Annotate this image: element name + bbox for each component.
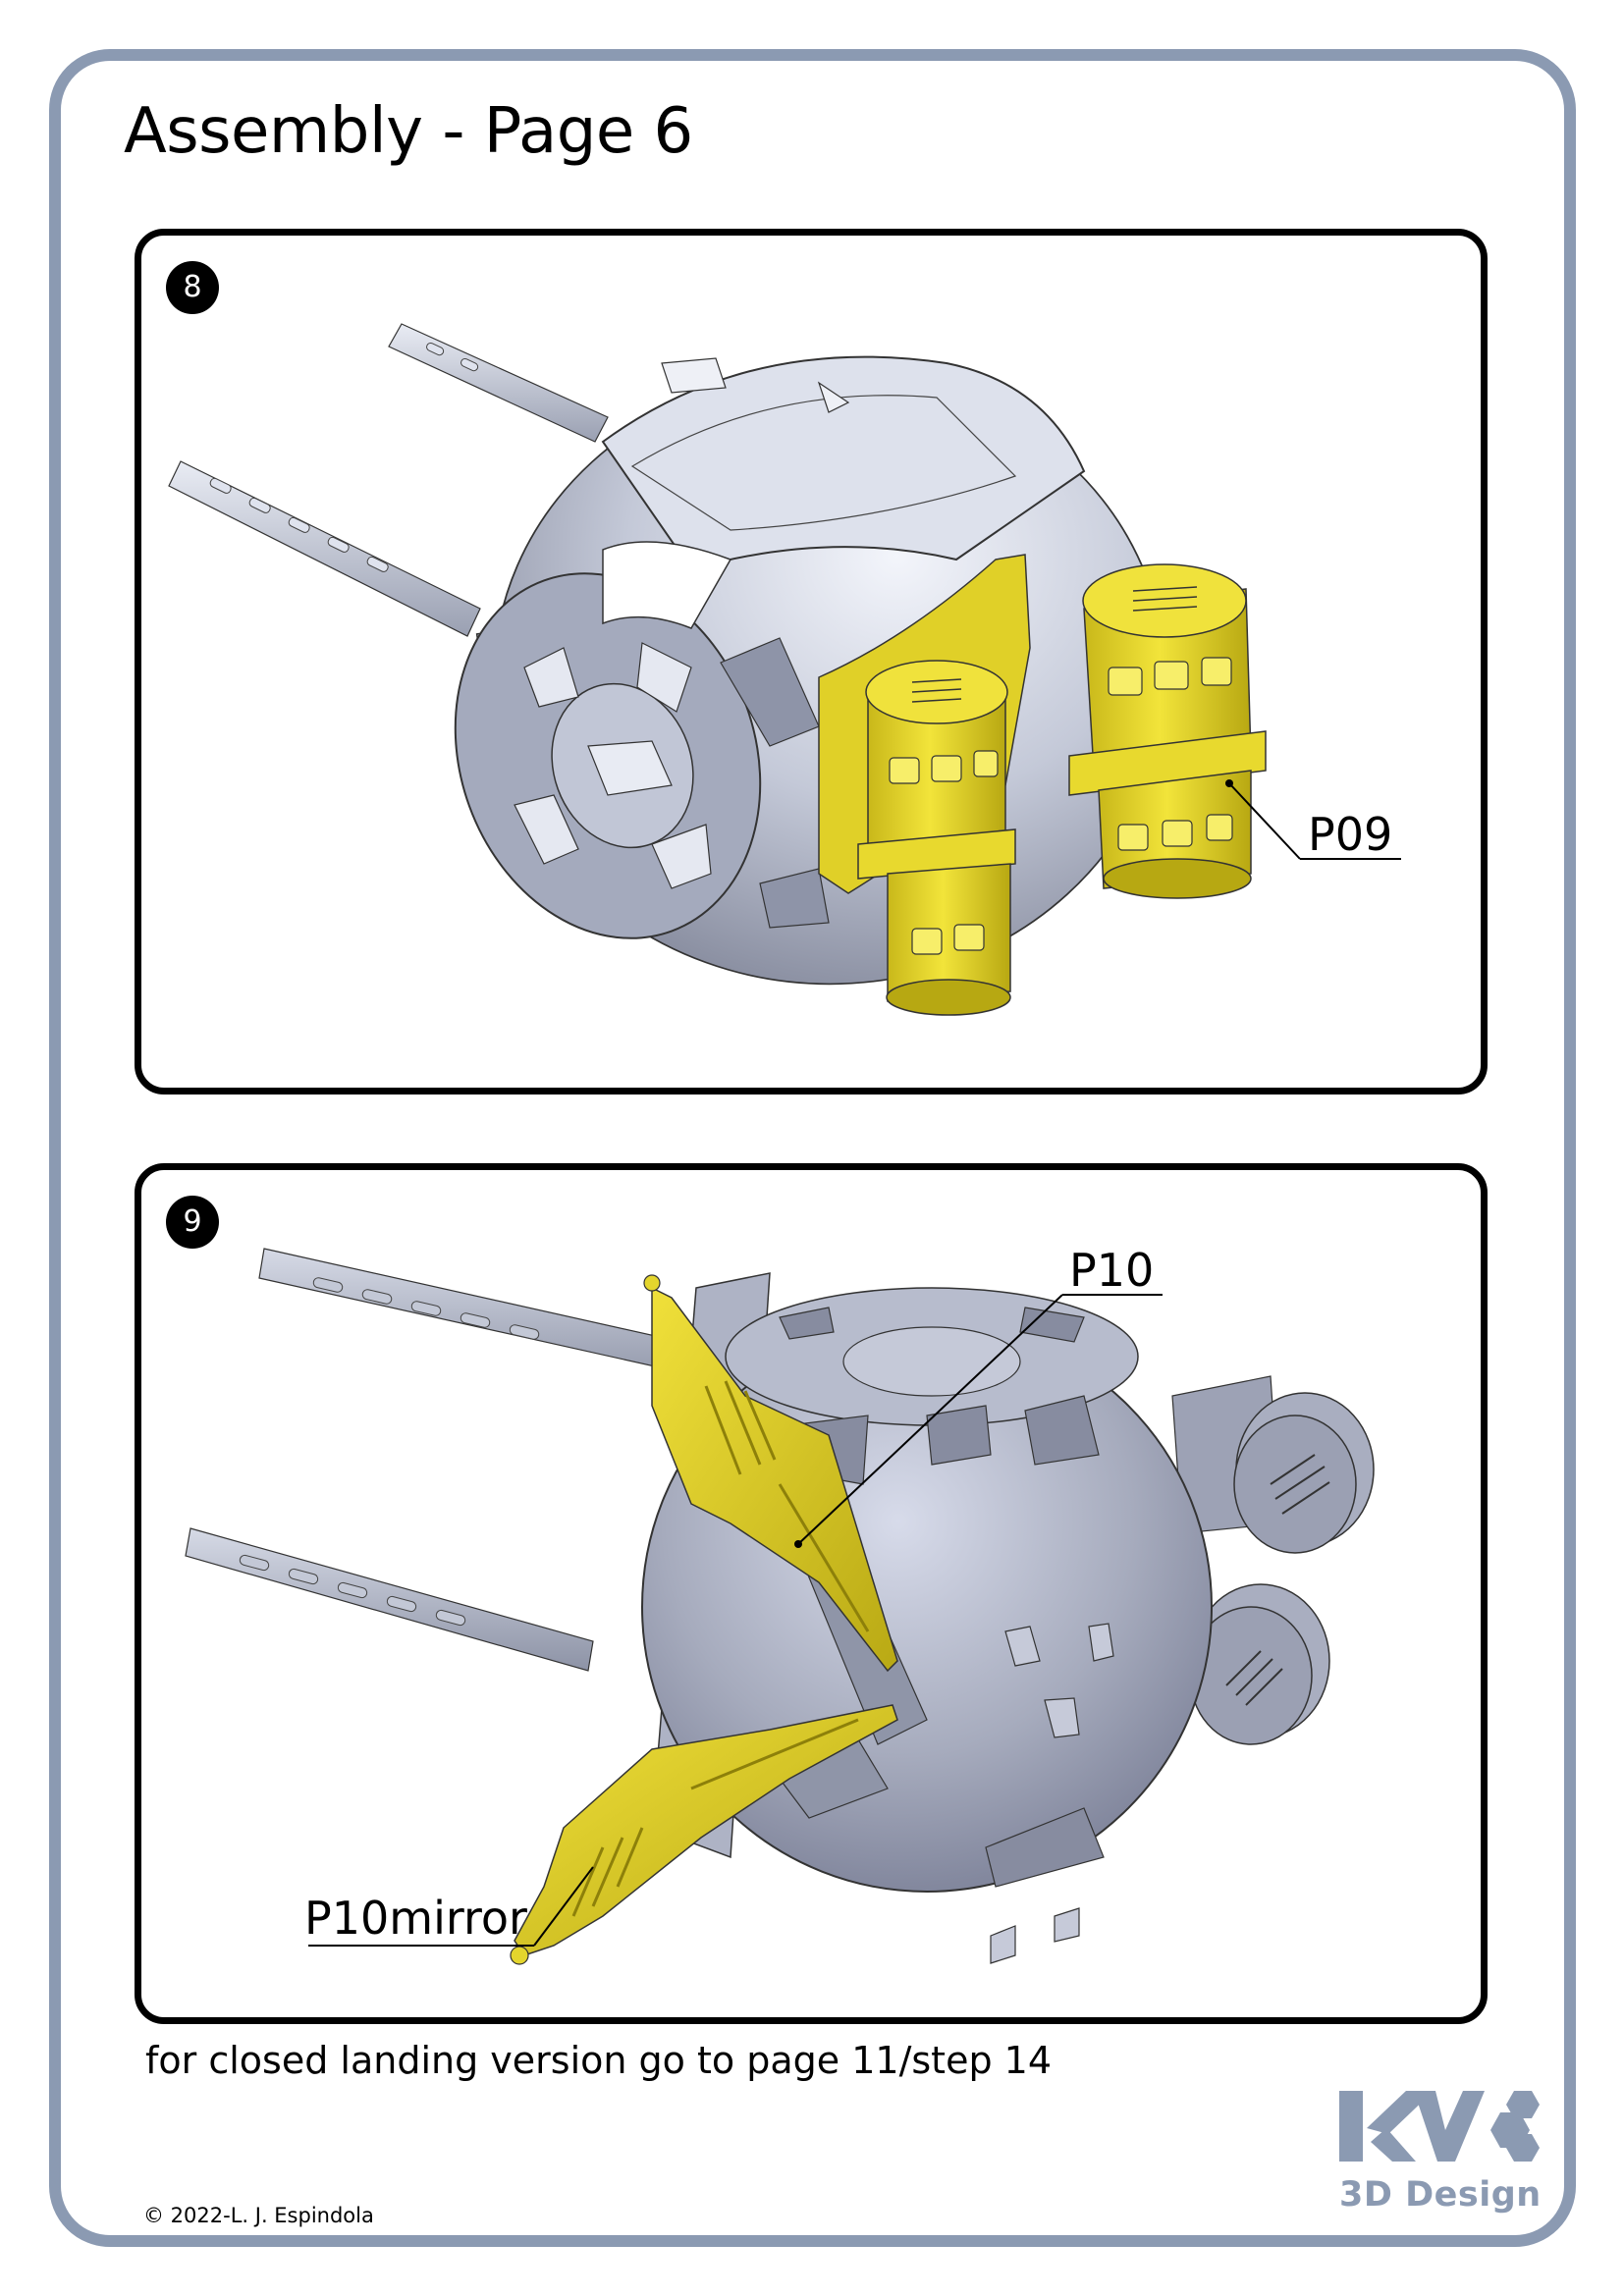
callout-label-p09: P09	[1308, 808, 1393, 861]
step-9-panel: 9	[135, 1163, 1488, 2024]
page-title: Assembly - Page 6	[124, 95, 693, 168]
part-p09-thruster-icon	[818, 554, 1267, 1016]
part-p10mirror-landing-leg-icon	[510, 1704, 898, 1965]
part-p10-landing-leg-icon	[643, 1274, 898, 1673]
page-frame	[49, 49, 1576, 2247]
copyright-text: © 2022-L. J. Espindola	[143, 2204, 374, 2227]
pod-sphere-icon	[454, 355, 1166, 986]
callout-label-p10: P10	[1069, 1244, 1155, 1297]
logo-text: 3D Design	[1339, 2175, 1542, 2215]
step-number-badge: 9	[166, 1196, 219, 1249]
step-8-panel: 8	[135, 229, 1488, 1095]
step-8-illustration	[168, 323, 1401, 1016]
kv-logo-icon	[1339, 2091, 1540, 2162]
callout-leader-p10mirror	[308, 1866, 594, 1947]
thruster-icon	[1137, 1375, 1375, 1745]
step-number-badge: 8	[166, 261, 219, 314]
callout-leader-p10	[794, 1294, 1163, 1548]
step-9-illustration	[185, 1248, 1375, 1965]
callout-leader-p09	[1225, 779, 1401, 860]
callout-label-p10mirror: P10mirror	[304, 1892, 527, 1945]
gun-barrel-icon	[185, 1248, 771, 1672]
instruction-note: for closed landing version go to page 11…	[145, 2039, 1053, 2082]
